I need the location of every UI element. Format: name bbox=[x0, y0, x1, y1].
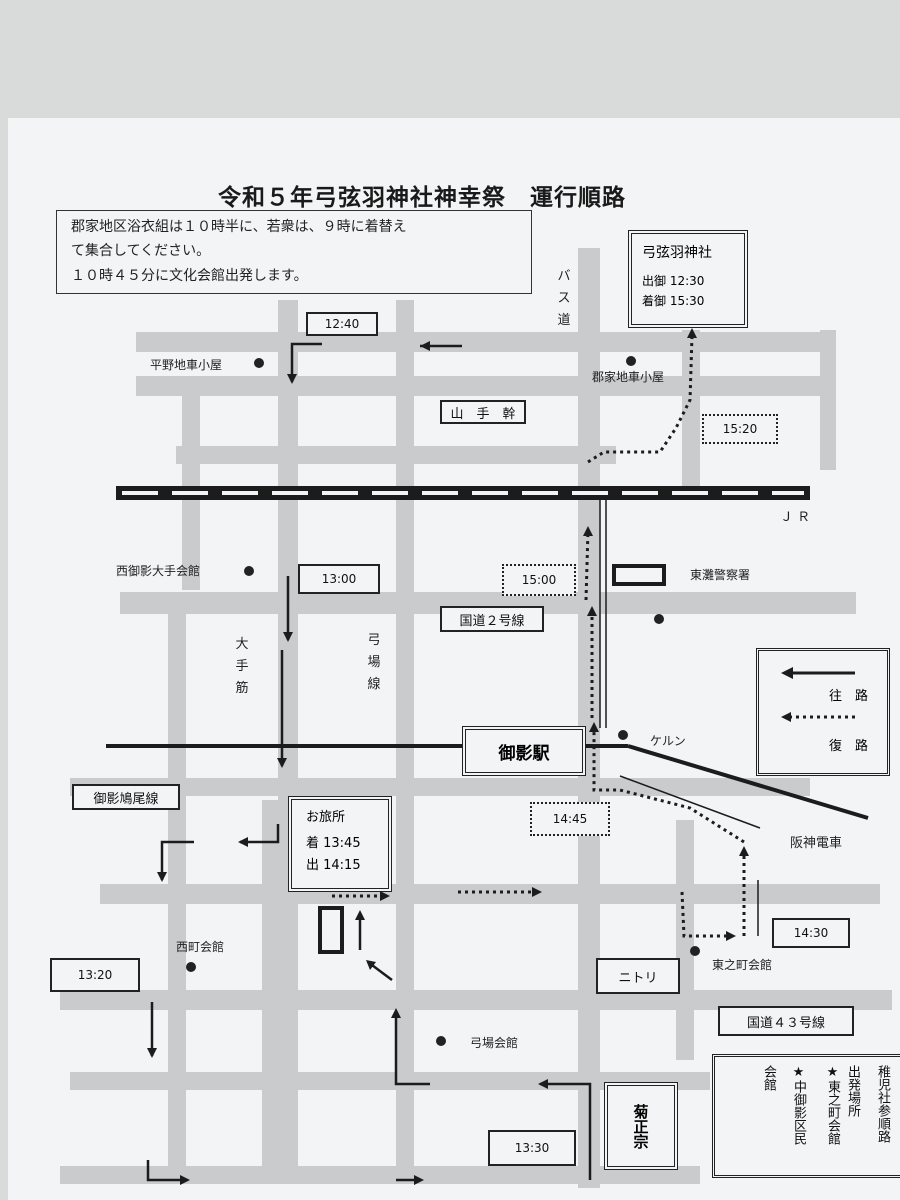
gunge-dot bbox=[626, 356, 636, 366]
return-seg5 bbox=[592, 728, 745, 844]
road-h8 bbox=[70, 1072, 710, 1090]
tabisho-depart: 出 14:15 bbox=[306, 858, 361, 873]
road-h5 bbox=[70, 778, 810, 796]
legend2-col4: ★中御影区民 bbox=[791, 1065, 806, 1145]
road-v1 bbox=[182, 380, 200, 590]
label-route43: 国道４３号線 bbox=[718, 1006, 854, 1036]
road-h2 bbox=[136, 376, 836, 396]
yubakaikan-dot bbox=[436, 1036, 446, 1046]
nishimikage-dot bbox=[244, 566, 254, 576]
shrine-name: 弓弦羽神社 bbox=[642, 245, 712, 261]
outbound-seg8 bbox=[146, 1160, 186, 1182]
return-seg7 bbox=[584, 529, 590, 601]
tabisho-arrive: 着 13:45 bbox=[306, 836, 361, 851]
label-yamate: 山 手 幹 bbox=[440, 400, 526, 424]
road-h1 bbox=[136, 332, 836, 352]
legend-return: 復 路 bbox=[829, 739, 869, 754]
label-hirano: 平野地車小屋 bbox=[150, 358, 223, 372]
label-mikagetsuru: 御影鳩尾線 bbox=[72, 784, 180, 810]
time-1430: 14:30 bbox=[772, 918, 850, 948]
time-1330: 13:30 bbox=[488, 1130, 576, 1166]
return-seg3 bbox=[680, 891, 730, 938]
label-police: 東灘警察署 bbox=[690, 568, 751, 582]
jr-line bbox=[116, 486, 810, 500]
road-v4 bbox=[396, 300, 414, 1170]
police-dot bbox=[654, 614, 664, 624]
road-h6 bbox=[100, 884, 880, 904]
shrine-box: 弓弦羽神社 出御 12:30 着御 15:30 bbox=[628, 230, 748, 328]
road-h4 bbox=[120, 592, 856, 614]
road-v8 bbox=[820, 330, 836, 470]
road-v6 bbox=[682, 330, 700, 490]
chigo-legend: 稚児社参順路 出発場所 ★東之町会館 ★中御影区民 会館 bbox=[712, 1054, 900, 1178]
time-1320: 13:20 bbox=[50, 958, 140, 992]
tabisho-box: お旅所 着 13:45 出 14:15 bbox=[288, 796, 392, 892]
outbound-seg5 bbox=[240, 824, 280, 844]
road-v3 bbox=[278, 300, 298, 1170]
shrine-arrive: 着御 15:30 bbox=[642, 294, 705, 308]
tabisho-name: お旅所 bbox=[306, 810, 346, 825]
legend-outbound: 往 路 bbox=[829, 689, 869, 704]
legend2-col3: ★東之町会館 bbox=[825, 1065, 840, 1145]
road-v2 bbox=[168, 600, 186, 1180]
label-hanshin: 阪神電車 bbox=[790, 836, 843, 851]
page-title: 令和５年弓弦羽神社神幸祭 運行順路 bbox=[218, 185, 626, 211]
road-v7 bbox=[676, 820, 694, 1060]
road-v5 bbox=[578, 248, 600, 1188]
legend2-col2: 出発場所 bbox=[845, 1065, 860, 1117]
label-jr: Ｊ Ｒ bbox=[780, 510, 811, 525]
outbound-seg10 bbox=[540, 1082, 592, 1180]
legend2-col1: 稚児社参順路 bbox=[875, 1065, 890, 1143]
road-h9 bbox=[60, 1166, 700, 1184]
label-higashinomachi: 東之町会館 bbox=[712, 958, 773, 972]
label-gunge: 郡家地車小屋 bbox=[592, 370, 665, 384]
notice-box: 郡家地区浴衣組は１０時半に、若衆は、９時に着替え て集合してください。 １０時４… bbox=[56, 210, 532, 294]
kikumasamune-box: 菊正宗 bbox=[604, 1082, 678, 1170]
nishimachi-dot bbox=[186, 962, 196, 972]
route-legend: 往 路 復 路 bbox=[756, 648, 890, 776]
time-1520: 15:20 bbox=[702, 414, 778, 444]
label-nishimachi: 西町会館 bbox=[176, 940, 225, 954]
time-1500: 15:00 bbox=[502, 564, 576, 596]
outbound-seg2 bbox=[290, 342, 322, 382]
time-1240: 12:40 bbox=[306, 312, 378, 336]
label-route2: 国道２号線 bbox=[440, 606, 544, 632]
notice-line1: 郡家地区浴衣組は１０時半に、若衆は、９時に着替え bbox=[71, 219, 407, 235]
time-1445: 14:45 bbox=[530, 802, 610, 836]
label-nishimikage: 西御影大手会館 bbox=[116, 564, 201, 578]
outbound-seg11 bbox=[394, 1012, 430, 1086]
hanshin-line-east bbox=[627, 744, 869, 820]
label-nitori: ニトリ bbox=[596, 958, 680, 994]
label-yubakaikan: 弓場会館 bbox=[470, 1036, 519, 1050]
label-busdo: バス道 bbox=[557, 269, 571, 328]
label-kerun: ケルン bbox=[650, 734, 686, 748]
police-marker bbox=[612, 564, 666, 586]
road-v9 bbox=[262, 800, 280, 1180]
return-double-line-c bbox=[619, 775, 761, 829]
hirano-dot bbox=[254, 358, 264, 368]
return-seg8 bbox=[587, 335, 694, 464]
label-yuba: 弓場線 bbox=[367, 633, 381, 692]
label-ote: 大手筋 bbox=[235, 637, 249, 696]
legend2-col5: 会館 bbox=[761, 1065, 776, 1091]
legend-arrows bbox=[781, 667, 859, 722]
notice-line3: １０時４５分に文化会館出発します。 bbox=[71, 268, 308, 284]
higashinomachi-dot bbox=[690, 946, 700, 956]
kerun-dot bbox=[618, 730, 628, 740]
time-1300: 13:00 bbox=[298, 564, 380, 594]
tabisho-marker bbox=[318, 906, 344, 954]
notice-line2: て集合してください。 bbox=[71, 243, 211, 259]
mikage-station: 御影駅 bbox=[462, 726, 586, 776]
shrine-depart: 出御 12:30 bbox=[642, 274, 705, 288]
outbound-seg6 bbox=[160, 840, 194, 880]
